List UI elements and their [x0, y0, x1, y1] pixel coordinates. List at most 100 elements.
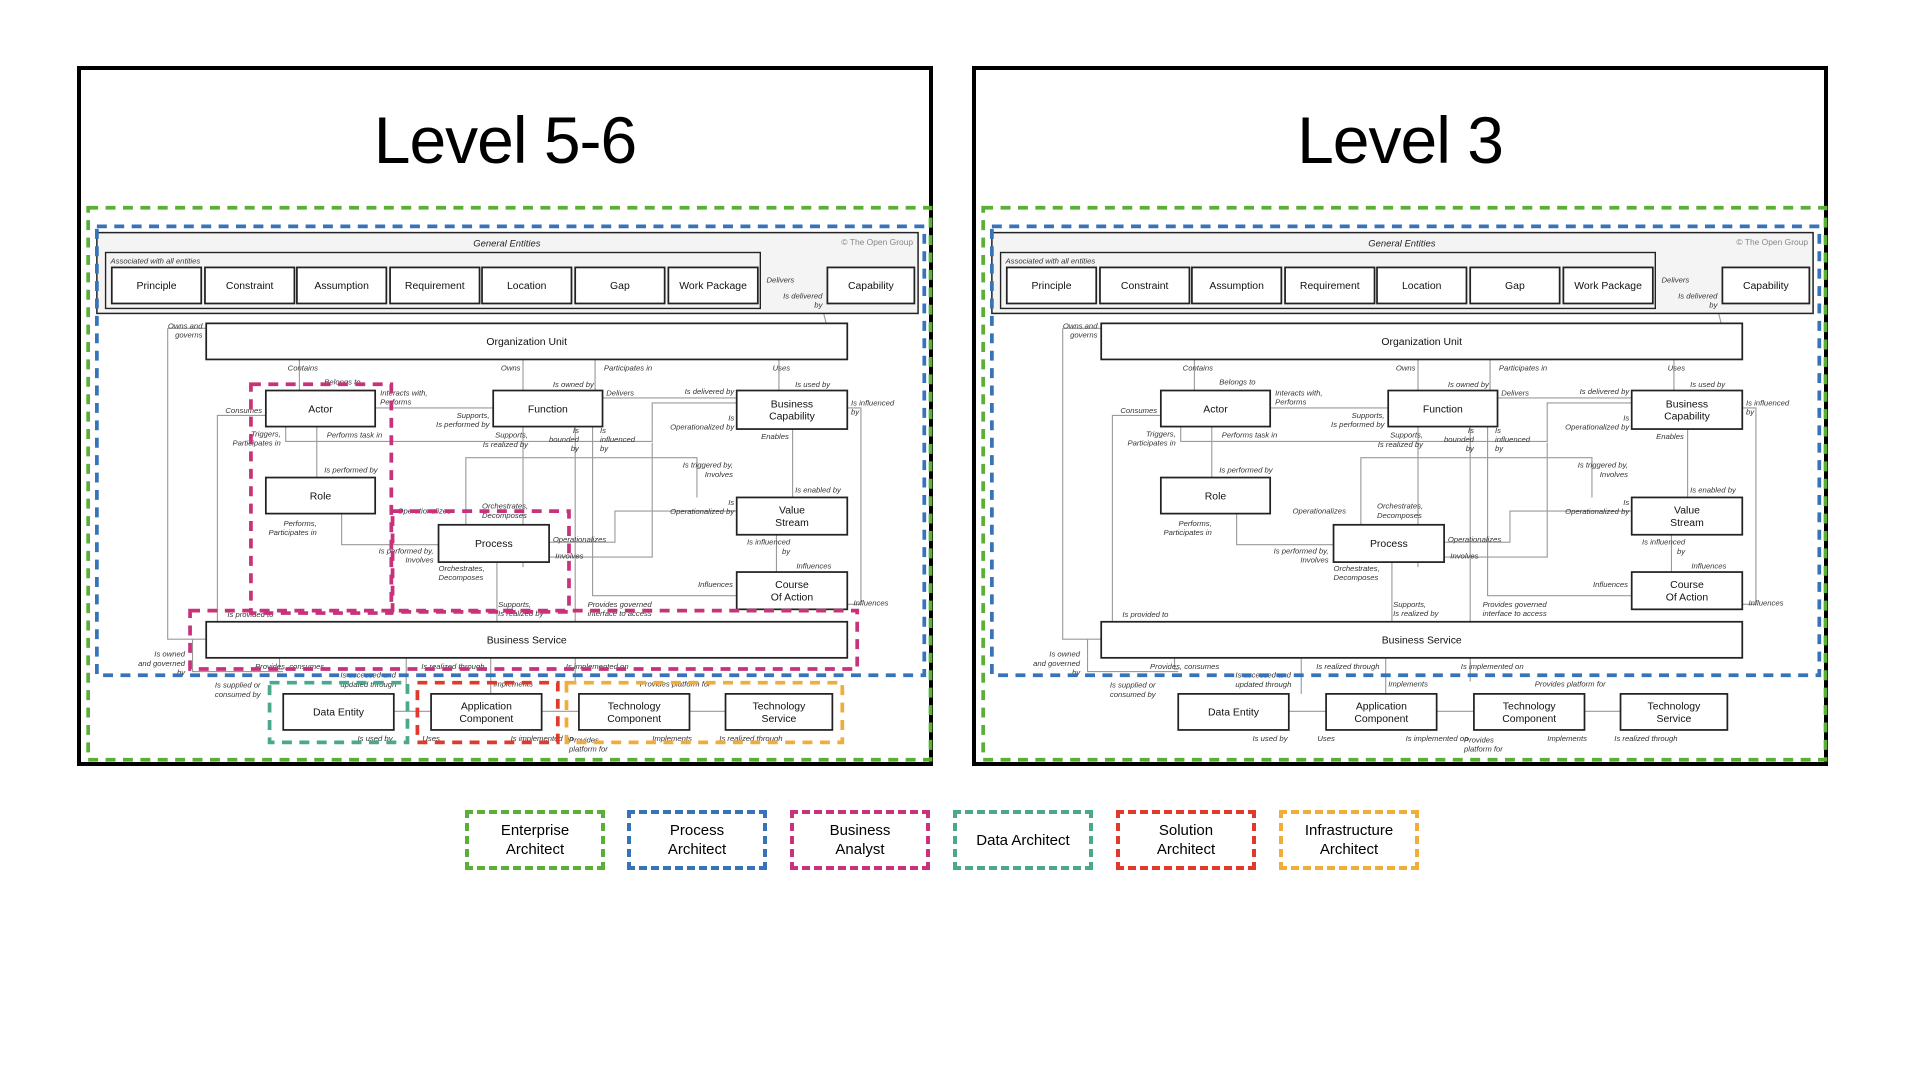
role-zone-process: [95, 224, 927, 678]
panel-title: Level 3: [1297, 103, 1504, 177]
label-delivers: Delivers: [767, 275, 795, 284]
label-owns: Owns: [1396, 364, 1416, 373]
label-is-owned-by: Is owned by: [553, 380, 595, 389]
role-zone-infrastructure: [564, 680, 845, 745]
entity-role-box: [264, 476, 377, 515]
label-is-used-by-de: Is used by: [1253, 734, 1289, 743]
label-is-performed-by: Is performed by: [324, 466, 379, 475]
label-influences-right: Influences: [853, 599, 888, 608]
entity-capability-box: [1721, 266, 1811, 305]
entity-process-box: [1332, 523, 1445, 563]
label-is-implemented-on: Is implemented on: [566, 662, 629, 671]
connector-bc-influence: [847, 407, 862, 605]
role-zone-enterprise: [981, 205, 1828, 762]
connector-influenced: [1487, 426, 1632, 597]
entity-process-label: Process: [1370, 539, 1408, 550]
label-influences-coa: Influences: [1593, 580, 1628, 589]
entity-actor-box: [264, 389, 377, 428]
label-implements: Implements: [1388, 679, 1428, 688]
label-uses-ac: Uses: [1317, 734, 1335, 743]
legend-label: Data Architect: [976, 831, 1070, 849]
label-operationalizes: Operationalizes: [1293, 507, 1347, 516]
label-influences-right: Influences: [1748, 599, 1783, 608]
entity-assumption-box: [1191, 266, 1283, 305]
connector-bc-influence: [1742, 407, 1757, 605]
label-belongs-to: Belongs to: [1219, 377, 1256, 386]
role-zone-enterprise: [86, 205, 933, 762]
label-is-implemented-on: Is implemented on: [1461, 662, 1524, 671]
label-participates-in: Participates in: [604, 364, 652, 373]
entity-business-service-label: Business Service: [1382, 636, 1462, 647]
label-is-triggered-by: Is triggered by,Involves: [683, 461, 733, 479]
panel-level-5-6: Level 5-6 General Entities© The Open Gro…: [77, 66, 933, 766]
metamodel-diagram: General Entities© The Open GroupAssociat…: [981, 205, 1828, 762]
entity-principle-box: [110, 266, 203, 305]
entity-work-package-label: Work Package: [679, 281, 747, 292]
entity-assumption-label: Assumption: [1209, 281, 1264, 292]
label-operationalizes-right: Operationalizes: [1448, 535, 1502, 544]
label-interacts-with: Interacts with,Performs: [1275, 388, 1322, 406]
label-delivers-fn: Delivers: [1501, 388, 1529, 397]
entity-business-capability-box: [735, 389, 849, 430]
entity-capability-box: [826, 266, 916, 305]
label-is-provided-to: Is provided to: [1122, 610, 1169, 619]
entity-business-capability-box: [1630, 389, 1744, 430]
entity-business-service-box: [205, 620, 849, 659]
entity-assumption-label: Assumption: [314, 281, 369, 292]
entity-constraint-box: [204, 266, 296, 305]
role-zone-process: [990, 224, 1822, 678]
label-contains: Contains: [1183, 364, 1213, 373]
label-uses: Uses: [773, 364, 791, 373]
label-provides-platform-for: Provides platform for: [1535, 679, 1606, 688]
label-orchestrates-top: Orchestrates,Decomposes: [482, 502, 528, 520]
entity-function-label: Function: [1423, 404, 1463, 415]
label-uses: Uses: [1668, 364, 1686, 373]
connector-triggers: [1180, 402, 1632, 443]
entity-gap-label: Gap: [610, 281, 630, 292]
label-enables: Enables: [1656, 432, 1684, 441]
connector-org-bs: [167, 328, 207, 640]
label-delivers-fn: Delivers: [606, 388, 634, 397]
entity-function-box: [1387, 389, 1499, 428]
label-is-used-by-de: Is used by: [358, 734, 394, 743]
label-uses-ac: Uses: [422, 734, 440, 743]
entity-actor-label: Actor: [1203, 404, 1228, 415]
connector-supplied: [191, 639, 284, 673]
entity-work-package-box: [1562, 266, 1654, 305]
entity-work-package-label: Work Package: [1574, 281, 1642, 292]
copyright-text: © The Open Group: [841, 237, 913, 247]
entity-requirement-box: [1284, 266, 1376, 305]
label-involves: Involves: [1450, 551, 1478, 560]
label-owns: Owns: [501, 364, 521, 373]
entity-data-entity-box: [1177, 693, 1290, 731]
associated-entities-title: Associated with all entities: [1005, 257, 1096, 266]
panel-title: Level 5-6: [373, 103, 638, 177]
role-zone-solution: [415, 680, 560, 745]
connector-consumes: [216, 414, 266, 622]
label-performs-participates: Performs,Participates in: [269, 519, 317, 537]
entity-constraint-box: [1099, 266, 1191, 305]
label-is-enabled-by: Is enabled by: [795, 485, 842, 494]
entity-function-box: [492, 389, 604, 428]
connector-triggered: [1360, 457, 1593, 525]
entity-principle-box: [1005, 266, 1098, 305]
